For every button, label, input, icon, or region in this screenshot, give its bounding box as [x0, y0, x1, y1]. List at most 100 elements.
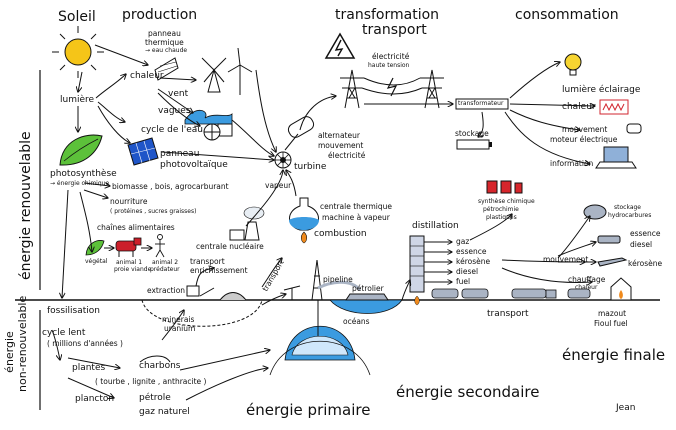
label-energie: énergie — [3, 331, 16, 373]
label-chaleur: chaleur — [130, 71, 164, 81]
label-panneau-thermique-1: panneau — [148, 29, 181, 38]
label-haute-tension: haute tension — [368, 62, 410, 69]
header-transport: transport — [362, 22, 427, 38]
predator-icon — [155, 234, 165, 258]
label-pipeline: pipeline — [323, 275, 353, 284]
label-transformateur: transformateur — [458, 100, 504, 107]
car-icon — [597, 235, 621, 244]
pylon-icon-right — [420, 69, 444, 109]
label-minerais: minerais — [162, 315, 195, 324]
header-soleil: Soleil — [58, 9, 96, 25]
pv-panel-icon — [127, 137, 159, 166]
transformer-box — [455, 98, 509, 110]
label-transport-enrich-2: enrichissement — [190, 266, 248, 275]
label-energie-renouvelable: énergie renouvelable — [18, 131, 34, 280]
label-uranium: uranium — [164, 324, 196, 333]
label-vegetal: végétal — [85, 258, 108, 265]
label-kerosene: kérosène — [456, 257, 491, 266]
label-vent: vent — [168, 89, 189, 99]
label-centrale-nucleaire: centrale nucléaire — [196, 242, 264, 251]
label-chauffage-2: chaleur — [575, 284, 598, 291]
label-eau-chaude: → eau chaude — [145, 47, 188, 54]
cow-icon — [115, 237, 142, 257]
label-panneau-thermique-2: thermique — [145, 38, 184, 47]
label-machine-vapeur: machine à vapeur — [322, 213, 390, 222]
mine-shaft — [141, 299, 263, 327]
label-transport-fuel: transport — [487, 309, 529, 319]
heater-icon — [599, 99, 629, 115]
lamp-icon — [564, 53, 582, 76]
battery-icon — [456, 139, 492, 150]
label-oceans: océans — [343, 317, 370, 326]
sun-icon — [52, 26, 104, 78]
label-mazout: mazout — [598, 309, 627, 318]
label-essence: essence — [456, 247, 487, 256]
label-gaz: gaz — [456, 237, 470, 246]
label-energie-secondaire: énergie secondaire — [396, 383, 540, 401]
label-diesel-conso: diesel — [630, 240, 653, 249]
thermal-panel-icon — [154, 57, 179, 81]
watermill-icon — [203, 123, 233, 141]
label-proie-viande: proie viande — [114, 266, 152, 273]
label-mouvement-conso-1: mouvement — [562, 125, 608, 134]
label-lumiere: lumière — [60, 95, 95, 105]
label-energie-finale: énergie finale — [562, 346, 666, 364]
label-panneau-pv-2: photovoltaïque — [160, 160, 228, 170]
label-stockage-hc-1: stockage — [614, 204, 641, 211]
label-charbons: charbons — [139, 361, 181, 371]
turbine-icon — [274, 151, 292, 169]
label-millions: ( millions d'années ) — [47, 339, 123, 348]
label-energie-primaire: énergie primaire — [246, 401, 371, 419]
label-diesel: diesel — [456, 267, 479, 276]
label-non-renouvelable: non-renouvelable — [15, 295, 29, 392]
distillation-column-icon — [409, 235, 425, 306]
leaf-icon — [59, 134, 103, 166]
oil-derrick-icon — [311, 259, 323, 301]
lightning-icon — [386, 77, 398, 97]
label-essence-conso: essence — [630, 229, 661, 238]
label-alternateur: alternateur — [318, 131, 360, 140]
label-extraction: extraction — [147, 286, 186, 295]
label-mouvement: mouvement — [318, 141, 364, 150]
fuel-truck-icon — [567, 288, 591, 299]
label-fossilisation: fossilisation — [47, 306, 100, 316]
nuclear-plant-icon — [229, 206, 265, 241]
windmill-icon — [201, 57, 227, 93]
label-turbine: turbine — [294, 162, 327, 172]
label-centrale-thermique: centrale thermique — [320, 202, 392, 211]
label-synthese-2: pétrochimie — [483, 206, 519, 213]
truck-icon — [511, 288, 557, 299]
mixer-icon — [626, 123, 642, 134]
label-biomasse: biomasse , bois, agrocarburant — [112, 182, 229, 191]
pipeline — [317, 280, 362, 292]
label-vapeur: vapeur — [265, 181, 292, 190]
header-consommation: consommation — [515, 7, 619, 23]
laptop-icon — [595, 146, 637, 169]
label-proteines: ( protéines , sucres graisses) — [110, 208, 197, 215]
signature: Jean — [616, 403, 636, 413]
label-energie-chimique: → énergie chimique — [50, 180, 110, 187]
high-voltage-warning-icon — [324, 32, 356, 59]
label-predateur: prédateur — [150, 266, 180, 273]
label-animal1: animal 1 — [116, 259, 143, 266]
pumpjack-icon — [283, 285, 301, 300]
label-distillation: distillation — [412, 221, 459, 231]
small-leaf-icon — [85, 240, 105, 256]
label-information: information — [550, 159, 594, 168]
label-petrole: pétrole — [139, 393, 171, 403]
label-panneau-pv-1: panneau — [160, 149, 200, 159]
label-stockage-hc-2: hydrocarbures — [608, 212, 652, 219]
wave-icon — [184, 109, 233, 125]
house-icon — [610, 277, 632, 301]
oil-tanker-icon — [345, 293, 389, 301]
alternator-icon — [284, 116, 315, 151]
label-vagues: vagues — [158, 106, 191, 116]
label-fioul: Fioul fuel — [594, 319, 628, 328]
plane-icon — [597, 257, 628, 267]
thermal-plant-icon — [289, 197, 319, 244]
label-chauffage-1: chauffage — [568, 275, 606, 284]
label-fuel: fuel — [456, 277, 471, 286]
label-lumiere-eclairage: lumière éclairage — [562, 85, 641, 95]
label-photosynthese: photosynthèse — [50, 169, 117, 179]
